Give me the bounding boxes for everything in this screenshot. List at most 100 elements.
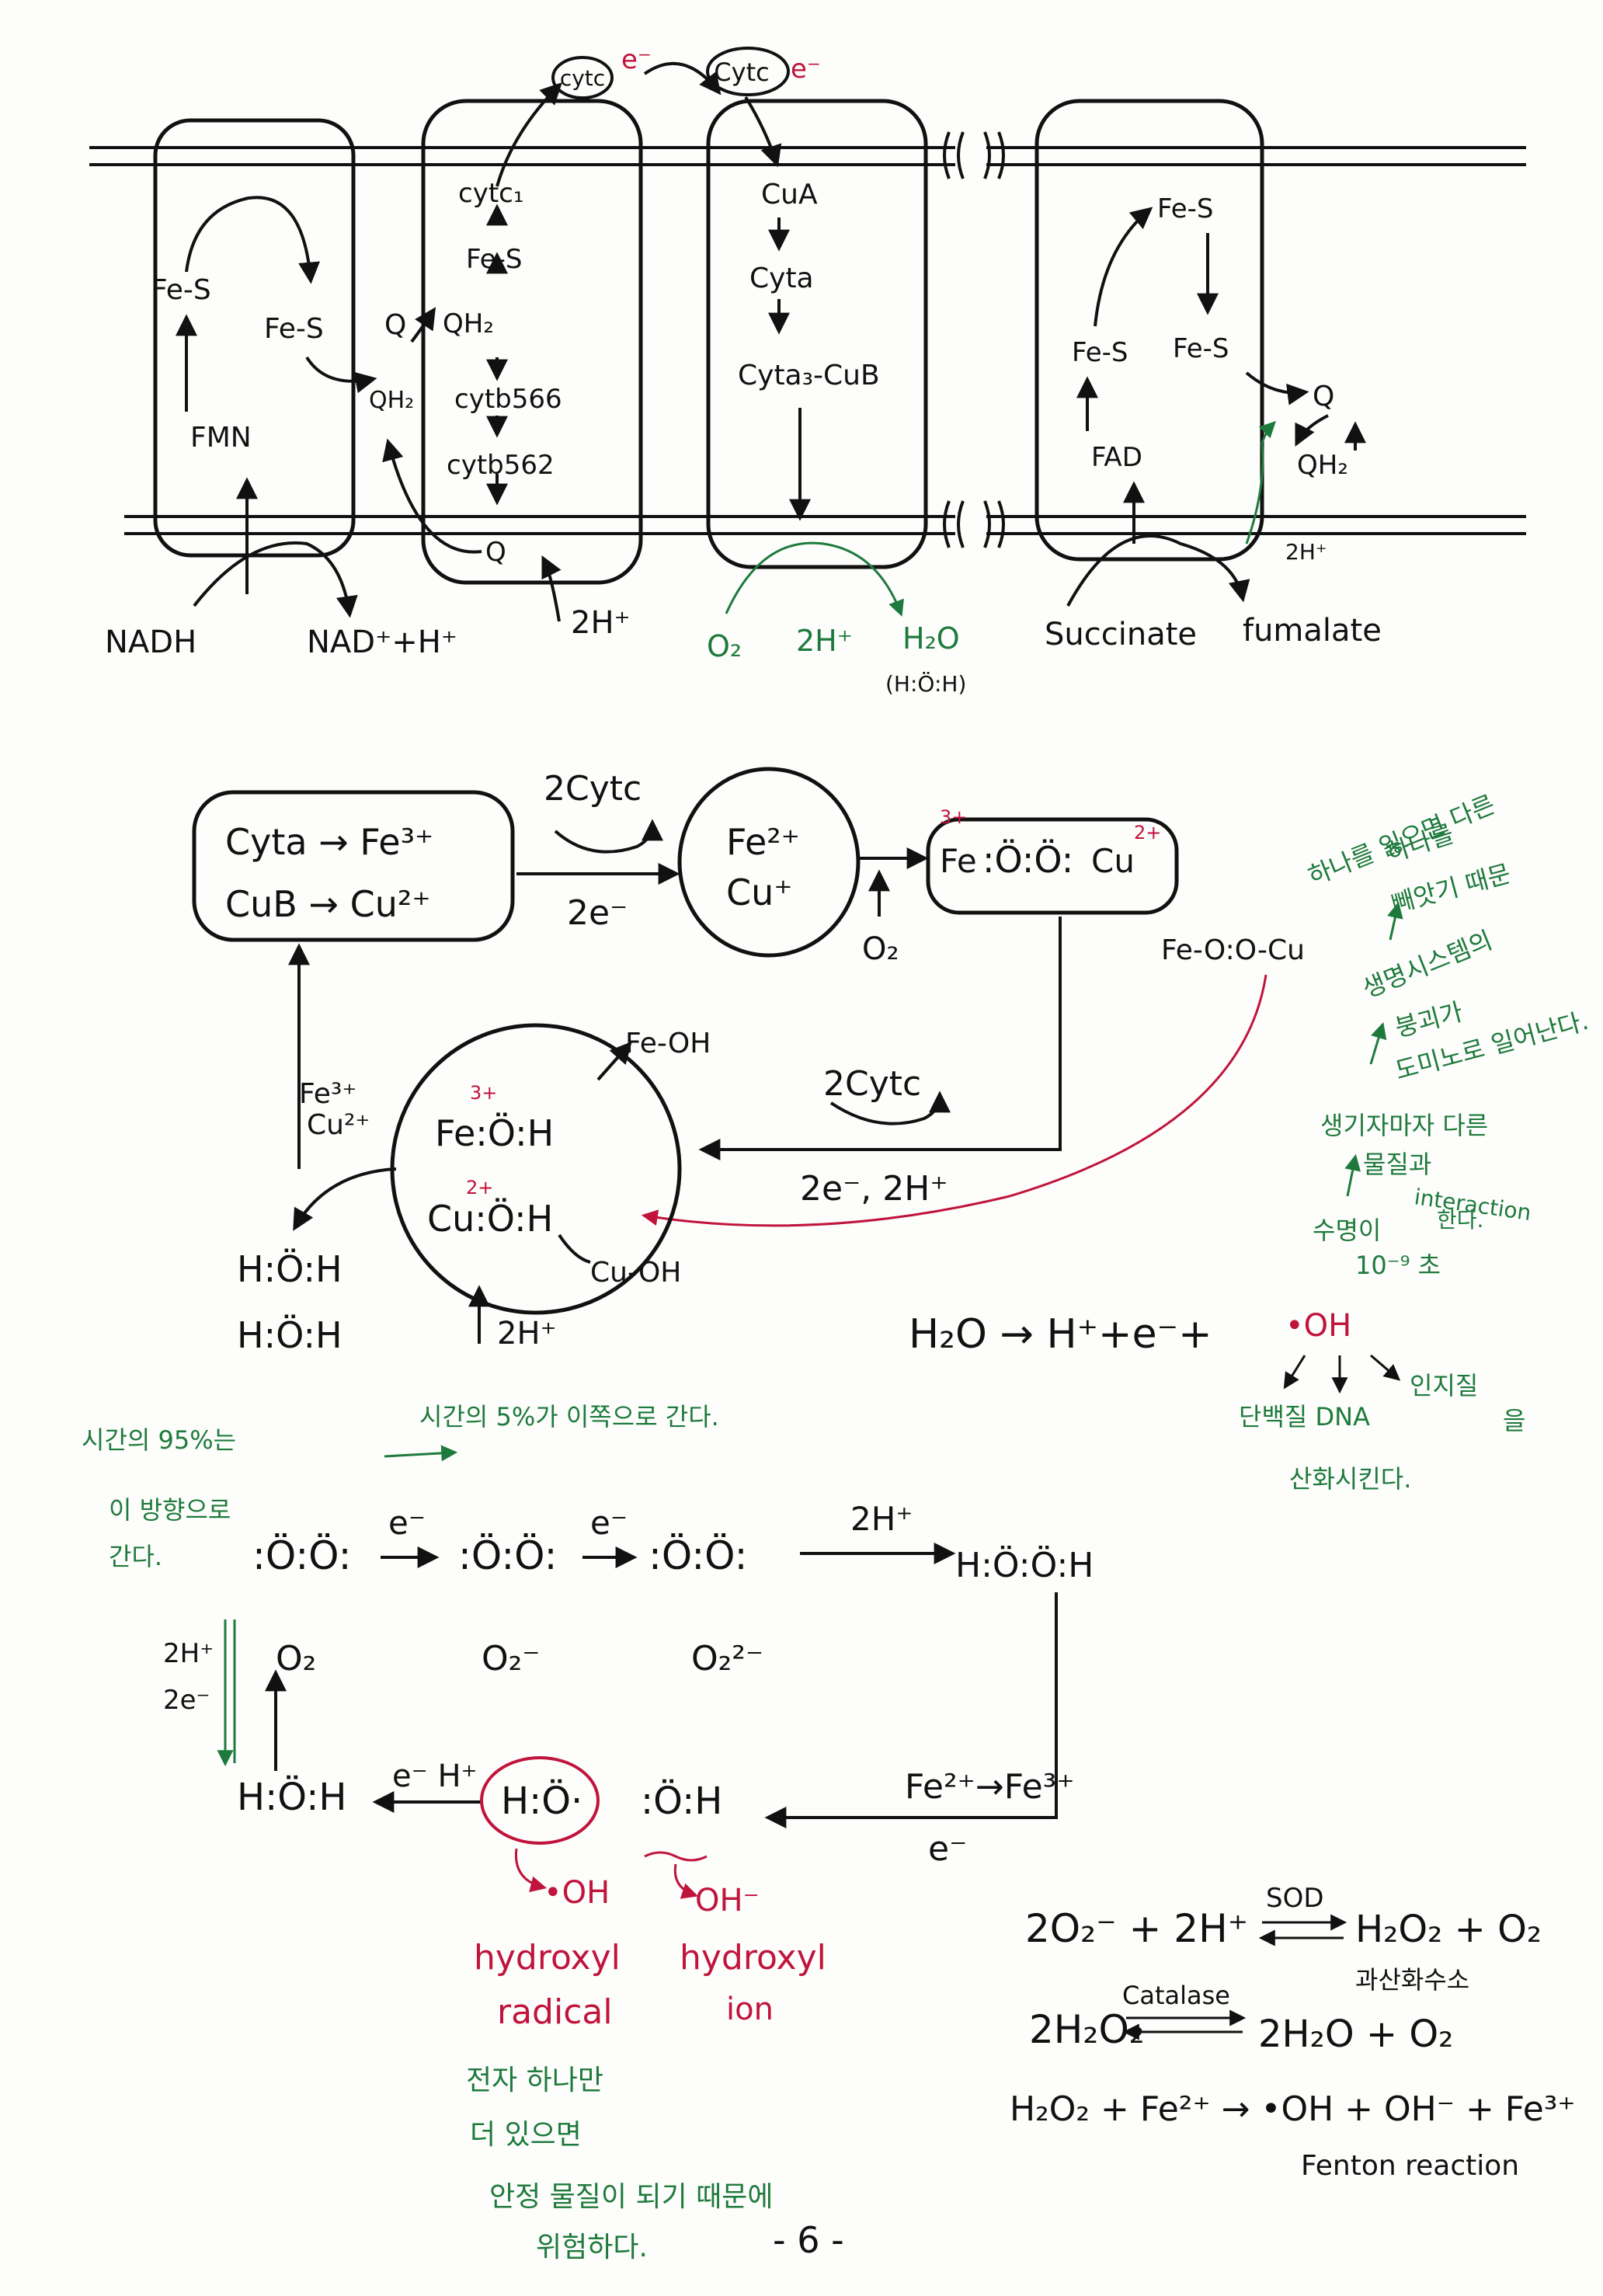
- fe-oh-arrow: [596, 1041, 632, 1081]
- etc-green-arrows: [725, 421, 1276, 617]
- note-11: 한다.: [1437, 1207, 1483, 1233]
- c2-fad: FAD: [1091, 442, 1142, 473]
- time-note-4: 시간의 5%가 이쪽으로 간다.: [419, 1402, 719, 1432]
- h2o-green: H₂O: [902, 621, 960, 656]
- two-h-left: 2H⁺: [163, 1638, 214, 1669]
- radical-word: radical: [497, 1992, 613, 2032]
- equation-arrows: [1122, 1914, 1347, 2040]
- cytc-ellipse-1: [551, 56, 614, 99]
- time-note-3: 간다.: [109, 1542, 162, 1571]
- gb-1: 전자 하나만: [466, 2065, 603, 2096]
- cu-oh-label: Cu-OH: [590, 1257, 681, 1289]
- right-green-arrows: [1344, 901, 1403, 1197]
- note-12: 10⁻⁹ 초: [1355, 1251, 1441, 1280]
- c3-qh2: QH₂: [443, 308, 494, 339]
- two-h-c2: 2H⁺: [1285, 539, 1327, 565]
- nadh-label: NADH: [105, 624, 196, 660]
- o2-green: O₂: [707, 629, 742, 663]
- feo-ocu-label: Fe-O:O-Cu: [1161, 934, 1305, 966]
- oxygen-chain: :Ö:Ö: e⁻ :Ö:Ö: e⁻ :Ö:Ö: 2H⁺ H:Ö:Ö:H O₂ O…: [252, 1500, 1094, 1679]
- fenton-label: Fenton reaction: [1301, 2150, 1519, 2182]
- c3-cytc1: cytc₁: [458, 178, 523, 209]
- hydroxyl-1: hydroxyl: [474, 1938, 621, 1978]
- etc-green-labels: O₂ 2H⁺ H₂O (H:Ö:H) 2H⁺: [707, 539, 1327, 697]
- green-bottom-notes: 전자 하나만 더 있으면 안정 물질이 되기 때문에 위험하다.: [466, 2065, 774, 2263]
- state-box-oxidized: [192, 790, 515, 942]
- page-number: - 6 -: [773, 2219, 844, 2261]
- o22m-name: O₂²⁻: [691, 1639, 763, 1679]
- ho-radical: H:Ö·: [501, 1779, 582, 1823]
- cu-oh-ox: 2+: [466, 1177, 493, 1198]
- cu1-label: Cu⁺: [726, 871, 793, 913]
- c3-q: Q: [485, 537, 506, 568]
- radical-arrows: [1283, 1354, 1401, 1394]
- fe2-label: Fe²⁺: [726, 821, 800, 863]
- two-h-bottom: 2H⁺: [497, 1316, 557, 1352]
- eq3: H₂O₂ + Fe²⁺ → •OH + OH⁻ + Fe³⁺: [1010, 2089, 1576, 2129]
- c4-cyta3-cub: Cyta₃-CuB: [738, 360, 880, 391]
- arrow-to-water: [293, 1167, 397, 1231]
- cu2-side: Cu²⁺: [307, 1109, 370, 1141]
- radical-equation: H₂O → H⁺+e⁻+: [909, 1311, 1212, 1358]
- ion-word: ion: [726, 1992, 774, 2027]
- two-h-label: 2H⁺: [571, 605, 631, 641]
- c2-fes-right: Fe-S: [1173, 333, 1229, 364]
- box1-line2: CuB → Cu²⁺: [225, 883, 431, 925]
- o22m-dots: :Ö:Ö:: [649, 1533, 748, 1578]
- time-note-1: 시간의 95%는: [82, 1425, 236, 1455]
- two-h-chain: 2H⁺: [850, 1500, 913, 1538]
- c3-fes: Fe-S: [466, 244, 522, 275]
- water-2: H:Ö:H: [237, 1314, 343, 1356]
- complex4-labels: CuA Cyta Cyta₃-CuB: [738, 179, 880, 391]
- note-3: 빼앗기 때문: [1388, 858, 1514, 918]
- gb-3: 안정 물질이 되기 때문에: [489, 2181, 774, 2213]
- reduced-state-circle: [677, 767, 861, 958]
- h2o-structure: (H:Ö:H): [885, 670, 966, 697]
- oh-ion-label: OH⁻: [695, 1883, 760, 1919]
- oxygen-chain-arrows: [265, 1543, 1058, 1828]
- fe-oh: Fe:Ö:H: [435, 1112, 554, 1154]
- o2m-name: O₂⁻: [482, 1639, 541, 1679]
- c1-q: Q: [384, 309, 406, 341]
- c1-fes-right: Fe-S: [264, 313, 324, 345]
- eq2-left: 2H₂O₂: [1029, 2007, 1145, 2052]
- note-5: 붕괴가: [1392, 997, 1466, 1043]
- c1-fes-left: Fe-S: [151, 274, 211, 306]
- o2-cycle: O₂: [862, 931, 899, 967]
- c3-cytb566: cytb566: [454, 384, 562, 415]
- two-cytc-1: 2Cytc: [544, 769, 642, 809]
- nad-plus-label: NAD⁺+H⁺: [307, 624, 457, 660]
- radical-labels: •OH OH⁻ hydroxyl radical hydroxyl ion: [474, 1848, 826, 2032]
- peroxo-box: [926, 817, 1179, 915]
- e1-label: e⁻: [388, 1504, 426, 1542]
- cytc-top-1-electron: e⁻: [621, 44, 652, 75]
- fe-oh-ox: 3+: [470, 1082, 497, 1104]
- box1-line1: Cyta → Fe³⁺: [225, 821, 433, 863]
- catalase-label: Catalase: [1122, 1981, 1230, 2010]
- two-e-1: 2e⁻: [567, 893, 628, 933]
- c2-q: Q: [1313, 381, 1334, 412]
- note-7: 생기자마자 다른: [1320, 1111, 1488, 1140]
- c1-qh2: QH₂: [369, 387, 414, 414]
- hydroxyl-2: hydroxyl: [680, 1938, 826, 1978]
- c2-qh2: QH₂: [1297, 450, 1348, 481]
- fe-oh-label: Fe-OH: [625, 1028, 711, 1059]
- peroxo-middle: :Ö:Ö:: [982, 839, 1073, 881]
- peroxo-fe-ox: 3+: [940, 806, 967, 828]
- eq2-right: 2H₂O + O₂: [1258, 2012, 1453, 2056]
- c2-fes-left: Fe-S: [1072, 337, 1128, 368]
- radical-targets: 단백질 DNA 인지질 을 산화시킨다.: [1239, 1371, 1525, 1494]
- eq1-right: H₂O₂ + O₂: [1355, 1908, 1542, 1951]
- radical-oxidize: 산화시킨다.: [1289, 1464, 1411, 1494]
- note-4: 생명시스템의: [1358, 925, 1497, 1004]
- c4-cyta: Cyta: [749, 263, 814, 294]
- c4-cua: CuA: [761, 179, 818, 210]
- e2-label: e⁻: [590, 1504, 628, 1542]
- time-note-2: 이 방향으로: [109, 1495, 231, 1525]
- right-green-notes: 하나를 잃으면 다른 하나를 빼앗기 때문 생명시스템의 붕괴가 도미노로 일어…: [1304, 789, 1591, 1280]
- radical-circle: [480, 1756, 600, 1845]
- cytc-curve-arrow-1: [554, 819, 663, 854]
- complex-boxes: [153, 99, 1264, 585]
- cu-oh-arrow: [558, 1233, 591, 1264]
